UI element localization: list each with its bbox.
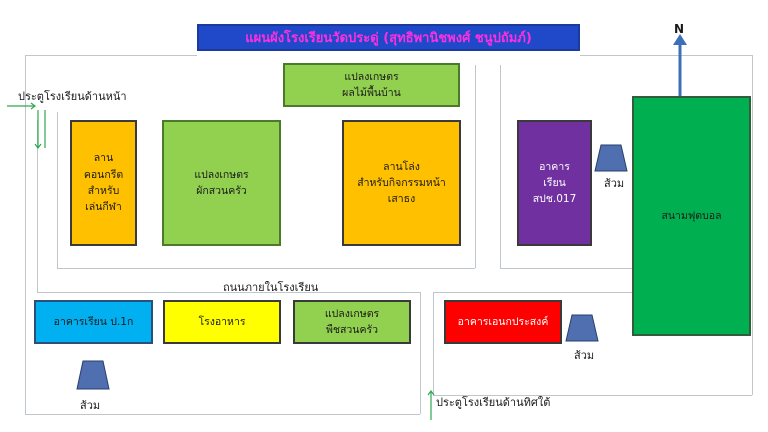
zone-herb-plot: แปลงเกษตร พืชสวนครัว	[293, 300, 411, 344]
football-field: สนามฟุตบอล	[632, 96, 751, 336]
zone-fruit-garden: แปลงเกษตร ผลไม้พื้นบ้าน	[283, 63, 460, 107]
north-label: N	[674, 22, 685, 36]
right-block-left	[500, 65, 501, 268]
front-gate-label: ประตูโรงเรียนด้านหน้า	[18, 90, 127, 103]
right-block-bottom	[500, 268, 632, 269]
inner-block-bottom	[57, 268, 475, 269]
building-pk: อาคารเรียน ป.1ก	[34, 300, 153, 344]
toilet-label-right: ส้วม	[574, 349, 595, 362]
road-top-edge-right	[433, 292, 632, 293]
boundary-left	[25, 55, 26, 415]
toilet-label-bottom: ส้วม	[80, 399, 101, 412]
boundary-top-right	[580, 55, 752, 56]
inner-block-left	[57, 112, 58, 268]
zone-concrete-court: ลาน คอนกรีต สำหรับ เล่นกีฬา	[70, 120, 137, 246]
inner-road-label: ถนนภายในโรงเรียน	[223, 281, 319, 294]
canteen: โรงอาหาร	[163, 300, 281, 344]
toilet-icon-right	[565, 314, 599, 346]
road-right-edge	[420, 292, 421, 414]
south-block-left	[433, 292, 434, 395]
boundary-top-left	[25, 55, 197, 56]
north-arrow-icon	[670, 28, 690, 98]
toilet-icon-top	[594, 144, 628, 176]
boundary-right	[752, 55, 753, 395]
zone-activity-yard: ลานโล่ง สำหรับกิจกรรมหน้า เสาธง	[342, 120, 461, 246]
road-left-edge	[37, 120, 38, 292]
toilet-label-top: ส้วม	[604, 177, 625, 190]
front-gate-arrows-icon	[5, 98, 55, 153]
building-spch: อาคาร เรียน สปช.017	[517, 120, 592, 246]
boundary-bottom-right	[433, 395, 752, 396]
boundary-bottom-left	[25, 414, 420, 415]
south-gate-label: ประตูโรงเรียนด้านทิศใต้	[436, 396, 551, 409]
toilet-icon-bottom	[76, 360, 110, 394]
map-title: แผนผังโรงเรียนวัดประดู่ (สุทธิพานิชพงศ์ …	[197, 24, 580, 51]
road-top-edge	[37, 292, 420, 293]
inner-block-right	[475, 65, 476, 268]
south-gate-arrow-icon	[426, 388, 436, 422]
multipurpose-building: อาคารเอนกประสงค์	[444, 300, 562, 344]
zone-vegetable-plot: แปลงเกษตร ผักสวนครัว	[162, 120, 281, 246]
